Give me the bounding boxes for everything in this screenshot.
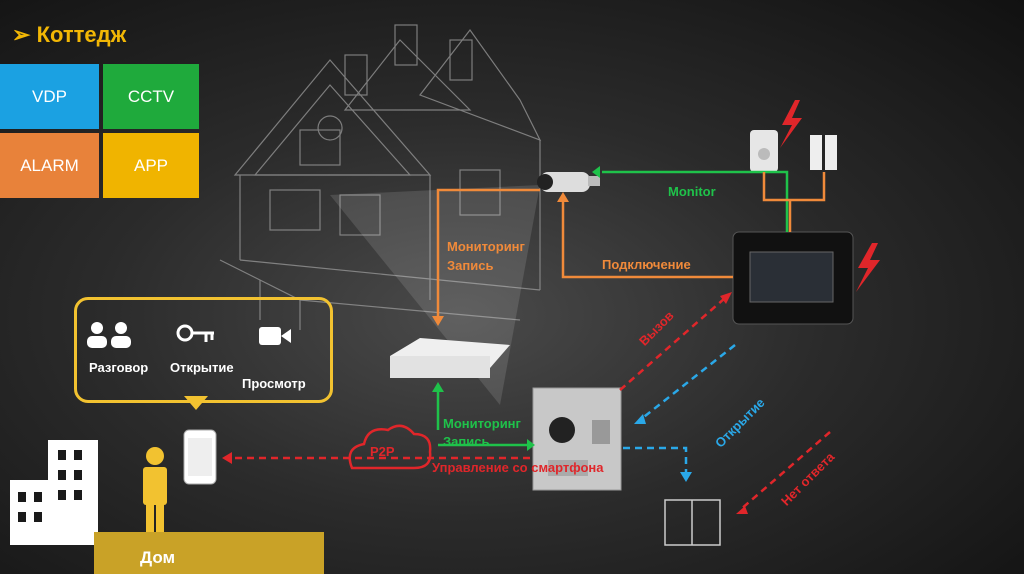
tile-alarm[interactable]: ALARM [0,133,99,198]
label-monitoring-2: Мониторинг [443,416,521,431]
users-icon [87,322,131,348]
door-sensor [810,135,837,170]
label-p2p: P2P [370,444,395,459]
nvr-recorder [390,338,510,378]
tile-app-label: APP [133,155,169,175]
home-label: Дом [140,548,176,567]
tile-alarm-label: ALARM [20,155,79,175]
bullet-arrow-icon: ➢ [12,22,31,47]
label-monitor: Monitor [668,184,716,199]
door-lock [664,499,721,546]
bubble-item-open: Открытие [170,360,234,375]
tile-cctv-label: CCTV [127,86,175,106]
key-icon [176,324,214,342]
page-title: ➢ Коттедж [12,22,126,48]
video-camera-icon [259,327,291,345]
bubble-tail [184,396,208,410]
outdoor-door-station [532,387,622,491]
motion-sensor [750,130,778,172]
label-connection: Подключение [602,257,691,272]
indoor-monitor [732,231,854,325]
building-icon [10,440,98,545]
bubble-item-talk: Разговор [89,360,149,375]
label-record-2: Запись [443,434,490,449]
person-icon [143,447,167,533]
tile-app[interactable]: APP [103,133,199,198]
alarm-lightning-icon [780,100,802,148]
label-monitoring-record-2: Запись [447,258,494,273]
cloud-icon [348,424,432,470]
tile-cctv[interactable]: CCTV [103,64,199,129]
label-smartphone-control: Управление со смартфона [432,460,604,475]
smartphone-device [183,429,217,485]
page-title-text: Коттедж [36,22,127,47]
bubble-item-view: Просмотр [242,376,306,391]
home-bar [94,532,324,574]
label-monitoring-record-1: Мониторинг [447,239,525,254]
alarm-lightning-icon [856,243,880,292]
tile-vdp-label: VDP [32,86,67,106]
tile-vdp[interactable]: VDP [0,64,99,129]
cctv-camera [537,172,600,192]
